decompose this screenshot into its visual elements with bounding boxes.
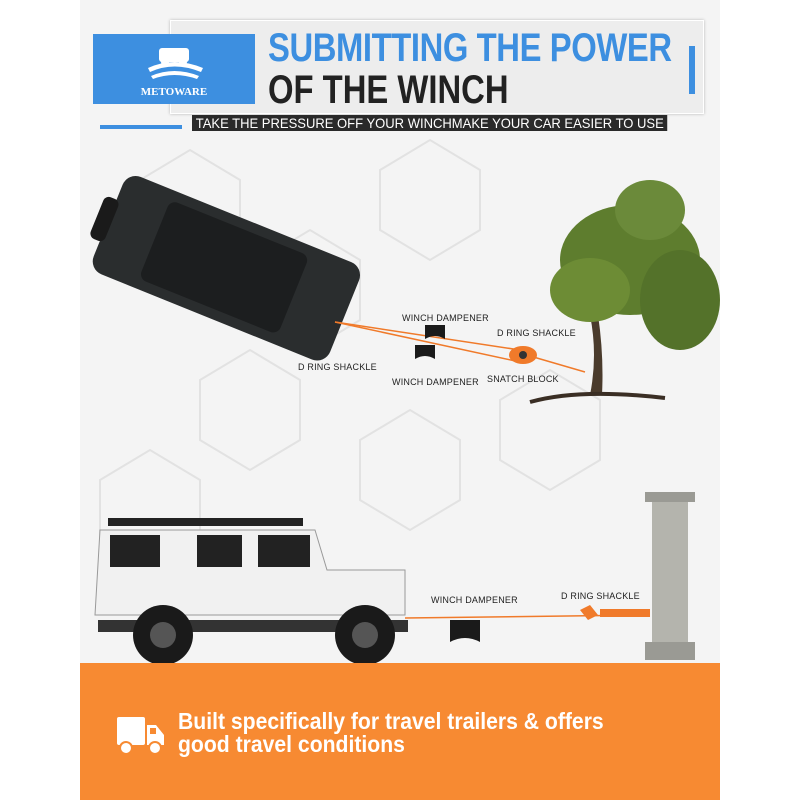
- label-d-ring-shackle: D RING SHACKLE: [298, 362, 377, 372]
- winch-dampener-icon: [450, 620, 480, 642]
- subtitle: TAKE THE PRESSURE OFF YOUR WINCHMAKE YOU…: [192, 115, 668, 131]
- snatch-block-icon: [509, 346, 537, 364]
- accent-bar: [689, 46, 695, 94]
- label-d-ring-shackle: D RING SHACKLE: [561, 591, 640, 601]
- title-line-2: OF THE WINCH: [268, 68, 509, 112]
- header-panel: [170, 20, 704, 114]
- tow-truck-logo-icon: [148, 48, 203, 79]
- footer-text-line-2: good travel conditions: [178, 731, 405, 757]
- label-d-ring-shackle: D RING SHACKLE: [497, 328, 576, 338]
- winch-dampener-icon: [415, 325, 445, 359]
- footer-text-line-1: Built specifically for travel trailers &…: [178, 708, 604, 734]
- footer-banner: [80, 663, 720, 800]
- footer-text: Built specifically for travel trailers &…: [178, 710, 604, 756]
- title-line-1: SUBMITTING THE POWER: [268, 26, 672, 70]
- label-winch-dampener: WINCH DAMPENER: [431, 595, 518, 605]
- label-winch-dampener: WINCH DAMPENER: [392, 377, 479, 387]
- label-winch-dampener: WINCH DAMPENER: [402, 313, 489, 323]
- black-suv-top-view: [90, 176, 361, 361]
- stone-column: [645, 492, 695, 660]
- label-snatch-block: SNATCH BLOCK: [487, 374, 559, 384]
- accent-underline: [100, 125, 182, 129]
- tree-icon: [529, 180, 720, 404]
- d-ring-shackle-icon: [580, 605, 598, 620]
- brand-name: METOWARE: [140, 86, 208, 98]
- winch-rope-bottom: [404, 609, 651, 619]
- truck-icon: [117, 717, 164, 755]
- white-suv: [94, 518, 408, 665]
- brand-logo: METOWARE: [93, 34, 255, 104]
